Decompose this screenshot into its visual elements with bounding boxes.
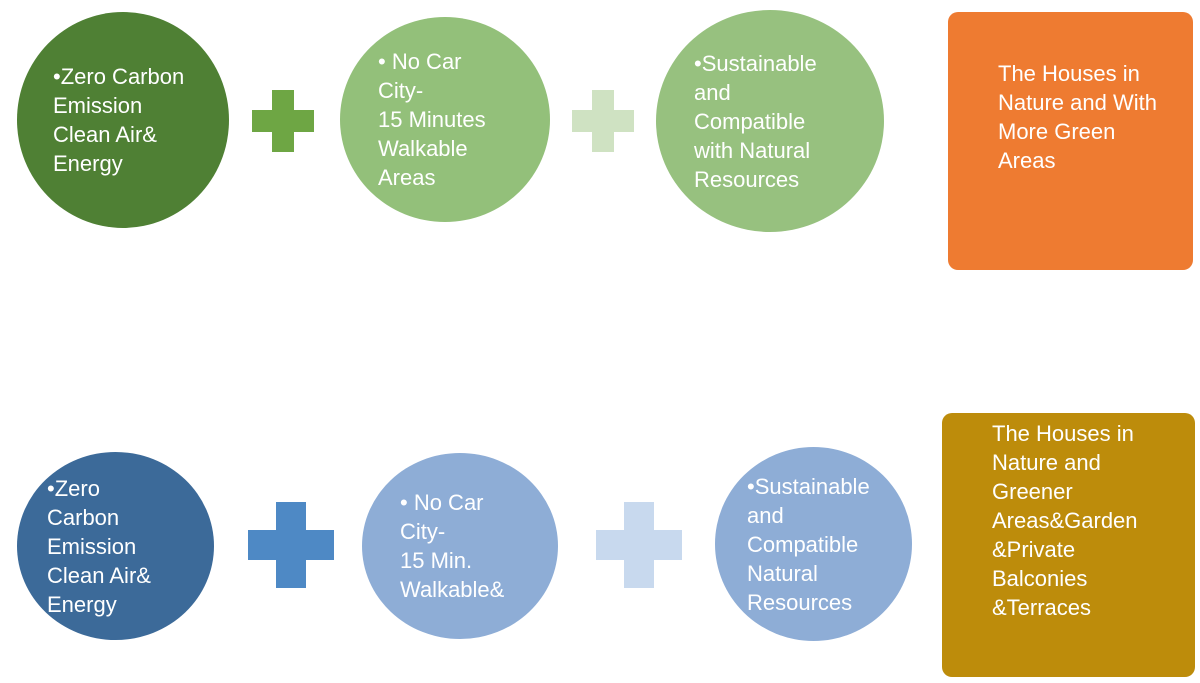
circle-text-line: and xyxy=(694,79,731,105)
circle-text-line: and xyxy=(747,502,784,528)
circle-text-line: Resources xyxy=(747,589,853,615)
result-text-line: Greener xyxy=(992,479,1073,504)
result-box-row1: The Houses in Nature and With More Green… xyxy=(948,12,1193,270)
sustainable-circle-row2: •Sustainable and Compatible Natural Reso… xyxy=(715,447,912,641)
plus-icon xyxy=(596,502,682,588)
circle-text-line: •Sustainable xyxy=(747,473,870,499)
circle-text-line: • No Car xyxy=(400,490,484,515)
circle-text-line: City- xyxy=(400,519,446,544)
circle-text-line: Emission xyxy=(47,533,137,559)
circle-text-line: Energy xyxy=(53,151,123,176)
result-text-line: Areas xyxy=(998,148,1056,173)
circle-text-line: • No Car xyxy=(378,49,462,74)
circle-text-line: Carbon xyxy=(47,504,120,530)
circle-text-line: Clean Air& xyxy=(47,562,151,588)
circle-text-line: 15 Minutes xyxy=(378,107,486,132)
zero-carbon-circle-row1: •Zero Carbon Emission Clean Air& Energy xyxy=(17,12,229,228)
zero-carbon-circle-row2: •Zero Carbon Emission Clean Air& Energy xyxy=(17,452,214,640)
result-text-line: The Houses in xyxy=(998,61,1140,86)
result-text-line: Nature and xyxy=(992,450,1101,475)
circle-text-line: 15 Min. xyxy=(400,548,473,573)
circle-text-line: with Natural xyxy=(694,137,811,163)
result-text-line: &Terraces xyxy=(992,595,1092,620)
circle-text-line: •Zero xyxy=(47,475,100,501)
circle-text-line: Clean Air& xyxy=(53,122,157,147)
result-text-line: More Green xyxy=(998,119,1116,144)
circle-text-line: Natural xyxy=(747,560,818,586)
plus-icon xyxy=(248,502,334,588)
no-car-city-circle-row1: • No Car City- 15 Minutes Walkable Areas xyxy=(340,17,550,222)
circle-text-line: Walkable xyxy=(378,136,468,161)
plus-icon xyxy=(252,90,314,152)
circle-text-line: Energy xyxy=(47,591,117,617)
result-box-row2: The Houses in Nature and Greener Areas&G… xyxy=(942,413,1195,677)
result-text-line: Nature and With xyxy=(998,90,1157,115)
circle-text-line: City- xyxy=(378,78,424,103)
circle-text-line: Walkable& xyxy=(400,577,505,602)
result-text-line: &Private xyxy=(992,537,1076,562)
result-text-line: The Houses in xyxy=(992,421,1134,446)
circle-text-line: Compatible xyxy=(747,531,859,557)
sustainable-circle-row1: •Sustainable and Compatible with Natural… xyxy=(656,10,884,232)
circle-text-line: •Zero Carbon xyxy=(53,64,185,89)
circle-text-line: Compatible xyxy=(694,108,806,134)
circle-text-line: Areas xyxy=(378,165,436,190)
no-car-city-circle-row2: • No Car City- 15 Min. Walkable& xyxy=(362,453,558,639)
result-text-line: Areas&Garden xyxy=(992,508,1138,533)
circle-text-line: •Sustainable xyxy=(694,50,817,76)
circle-text-line: Emission xyxy=(53,93,143,118)
circle-text-line: Resources xyxy=(694,166,800,192)
plus-icon xyxy=(572,90,634,152)
result-text-line: Balconies xyxy=(992,566,1088,591)
